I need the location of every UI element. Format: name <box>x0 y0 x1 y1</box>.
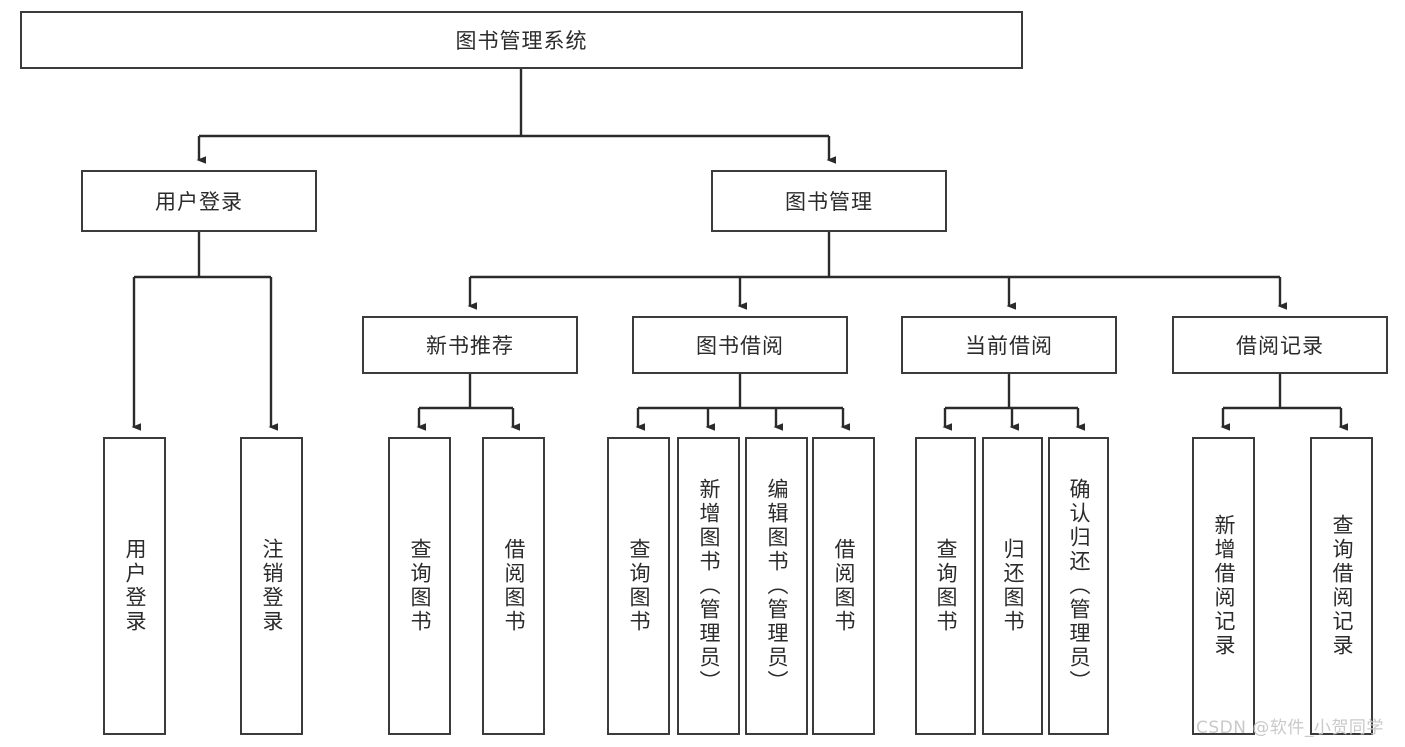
node-leaf-query-book-rec[interactable]: 查询图书 <box>388 437 451 735</box>
node-label: 新书推荐 <box>426 334 514 358</box>
node-label: 新增图书（管理员） <box>697 478 721 694</box>
node-label: 编辑图书（管理员） <box>765 478 789 694</box>
node-borrow-record[interactable]: 借阅记录 <box>1172 316 1388 374</box>
node-label: 借阅图书 <box>832 538 856 634</box>
node-label: 用户登录 <box>155 190 243 214</box>
node-leaf-return-book[interactable]: 归还图书 <box>982 437 1043 735</box>
node-current-borrow[interactable]: 当前借阅 <box>901 316 1117 374</box>
node-label: 用户登录 <box>123 538 147 634</box>
node-leaf-add-record[interactable]: 新增借阅记录 <box>1192 437 1255 735</box>
node-label: 注销登录 <box>260 538 284 634</box>
node-leaf-query-book-cur[interactable]: 查询图书 <box>915 437 976 735</box>
node-label: 借阅记录 <box>1236 334 1324 358</box>
node-new-book-rec[interactable]: 新书推荐 <box>362 316 578 374</box>
node-label: 借阅图书 <box>502 538 526 634</box>
node-label: 图书管理系统 <box>455 29 588 53</box>
node-label: 查询图书 <box>934 538 958 634</box>
node-label: 归还图书 <box>1001 538 1025 634</box>
node-label: 查询借阅记录 <box>1330 514 1354 658</box>
node-leaf-borrow-book[interactable]: 借阅图书 <box>812 437 875 735</box>
node-leaf-query-record[interactable]: 查询借阅记录 <box>1310 437 1373 735</box>
node-label: 查询图书 <box>627 538 651 634</box>
node-leaf-borrow-book-rec[interactable]: 借阅图书 <box>482 437 545 735</box>
node-book-manage[interactable]: 图书管理 <box>711 170 947 232</box>
node-leaf-user-login[interactable]: 用户登录 <box>103 437 166 735</box>
node-leaf-confirm-return[interactable]: 确认归还（管理员） <box>1048 437 1109 735</box>
node-root[interactable]: 图书管理系统 <box>20 11 1023 69</box>
node-user-login[interactable]: 用户登录 <box>81 170 317 232</box>
node-label: 图书借阅 <box>696 334 784 358</box>
node-leaf-user-logout[interactable]: 注销登录 <box>240 437 303 735</box>
node-label: 确认归还（管理员） <box>1067 478 1091 694</box>
node-leaf-query-book-borrow[interactable]: 查询图书 <box>607 437 670 735</box>
node-book-borrow[interactable]: 图书借阅 <box>632 316 848 374</box>
node-leaf-edit-book[interactable]: 编辑图书（管理员） <box>745 437 808 735</box>
node-label: 新增借阅记录 <box>1212 514 1236 658</box>
node-label: 当前借阅 <box>965 334 1053 358</box>
node-label: 查询图书 <box>408 538 432 634</box>
node-label: 图书管理 <box>785 190 873 214</box>
node-leaf-add-book[interactable]: 新增图书（管理员） <box>677 437 740 735</box>
